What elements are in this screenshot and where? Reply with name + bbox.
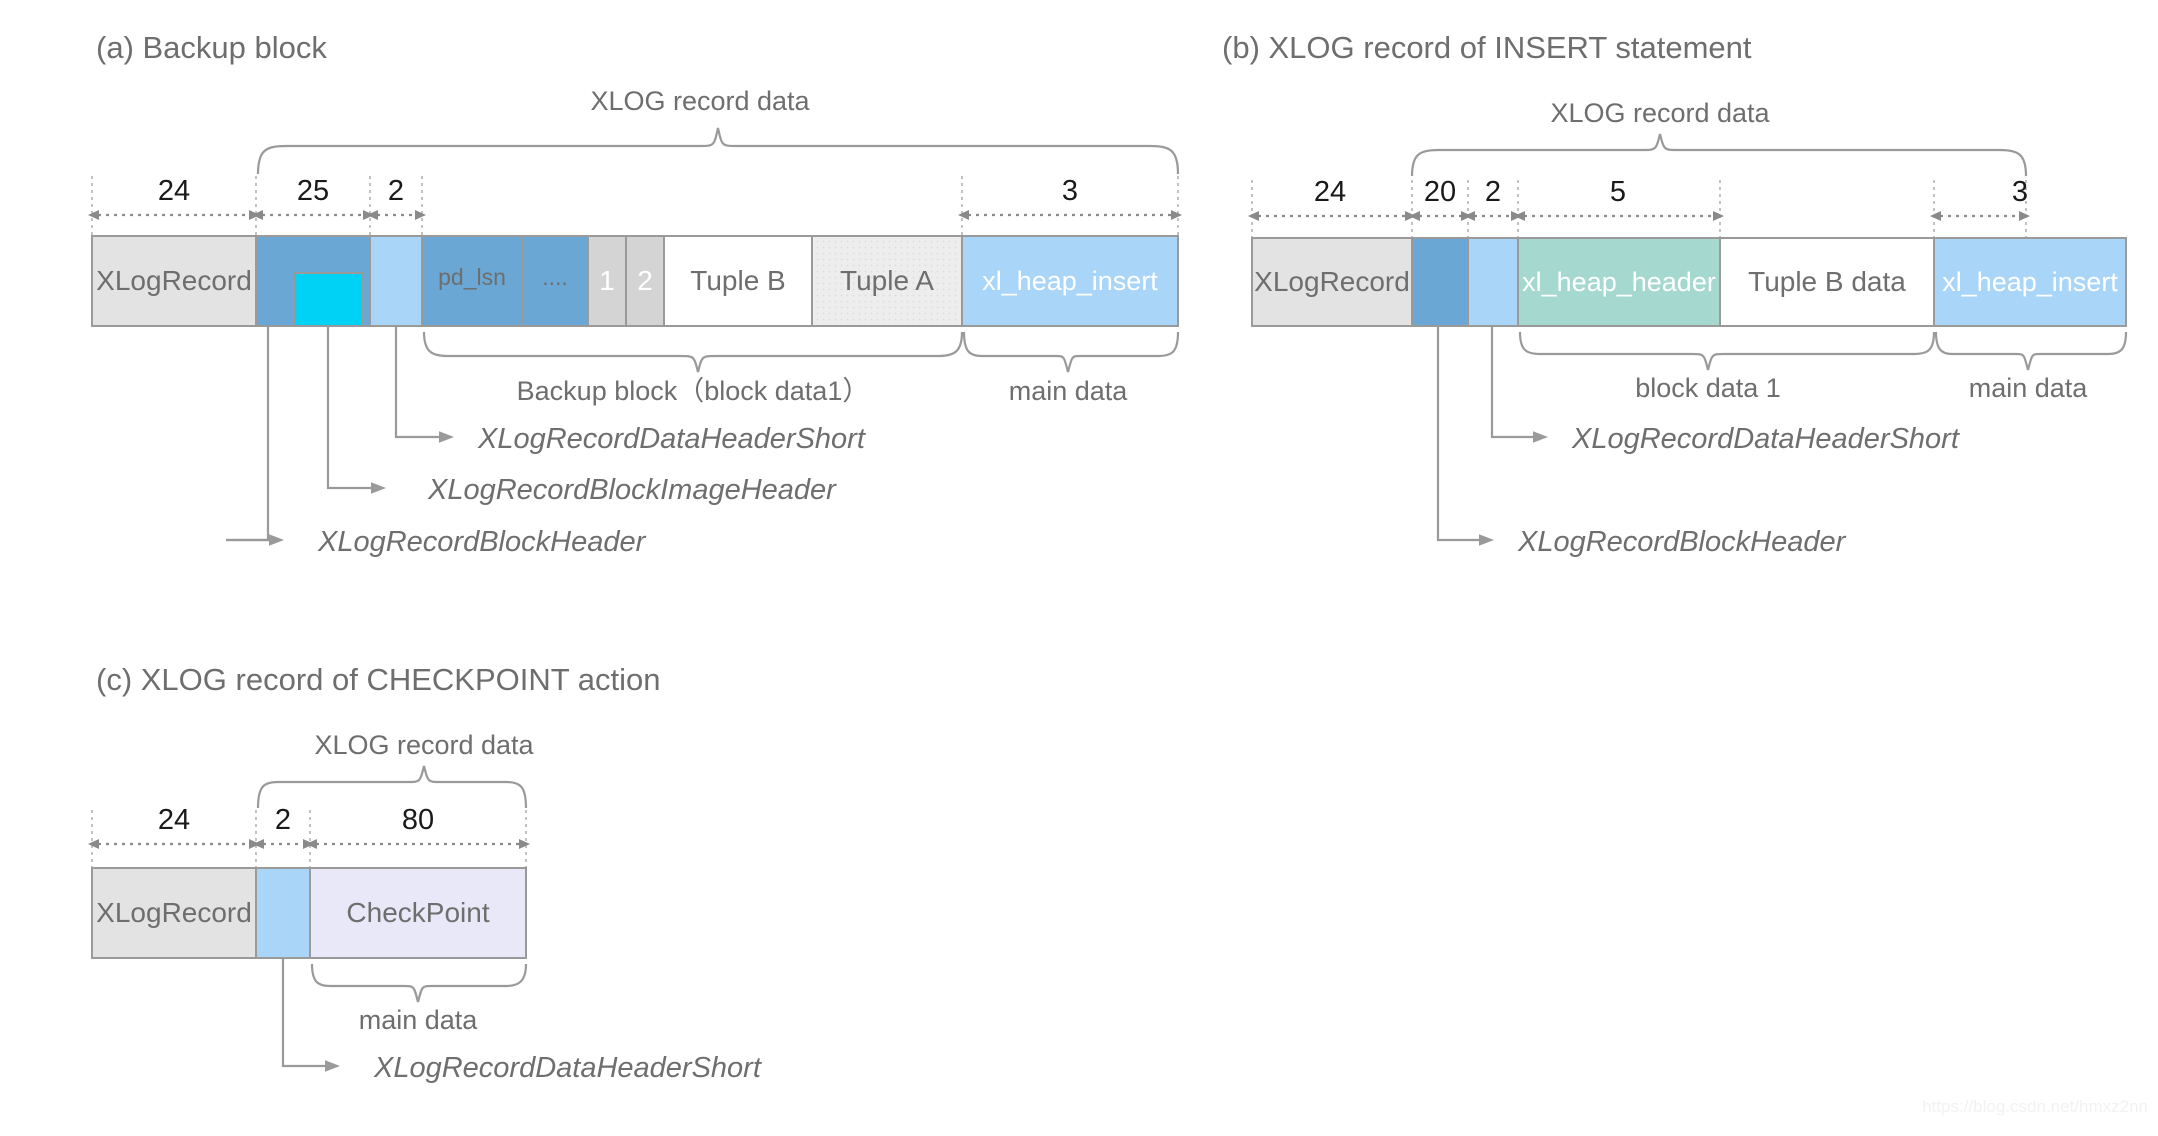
panel-b-bar: XLogRecord xl_heap_header Tuple B data x…	[1251, 237, 2127, 327]
panel-a-bottom-label-maindata: main data	[1009, 376, 1129, 406]
panel-a-cell-tuple-a-label: Tuple A	[840, 265, 934, 296]
panel-a-cell-xl-heap-insert-label: xl_heap_insert	[982, 266, 1158, 296]
panel-a-title: (a) Backup block	[96, 30, 327, 65]
panel-c-cell-xlogrecord	[91, 867, 257, 959]
panel-b-cell-xl-heap-header-label: xl_heap_header	[1522, 267, 1716, 297]
panel-c-bar: XLogRecord CheckPoint	[91, 867, 527, 959]
panel-b-callouts: XLogRecordDataHeaderShort XLogRecordBloc…	[1436, 326, 1961, 558]
panel-a-dimensions: 24 25 2 3	[88, 175, 1182, 220]
panel-a-dim-2: 2	[388, 175, 404, 207]
panel-b-cell-blockheader	[1411, 237, 1469, 327]
panel-a-leader-blockheader-v	[226, 326, 270, 542]
panel-a-top-brace-label: XLOG record data	[590, 86, 810, 116]
panel-a-cell-pd-lsn-label: pd_lsn	[438, 264, 506, 290]
panel-b-cell-xl-heap-insert	[1933, 237, 2127, 327]
panel-a-bottom-brace-maindata	[962, 331, 1180, 373]
panel-c-title: (c) XLOG record of CHECKPOINT action	[96, 662, 660, 697]
panel-c-bottom-label-maindata: main data	[359, 1005, 479, 1035]
panel-a-cell-item2	[625, 235, 665, 327]
panel-b-bottom-label-maindata: main data	[1969, 373, 2089, 403]
panel-c-bottom-brace-maindata	[310, 963, 528, 1003]
panel-b-cell-xl-heap-insert-label: xl_heap_insert	[1942, 267, 2118, 297]
panel-c-cell-dataheadershort	[255, 867, 311, 959]
panel-a-bottom-brace-backup	[422, 331, 964, 373]
panel-a-cell-tuple-a	[811, 235, 963, 327]
panel-b-callout-blockheader: XLogRecordBlockHeader	[1517, 526, 1847, 558]
panel-c-cell-checkpoint-label: CheckPoint	[346, 897, 489, 928]
panel-c-callout-dataheadershort: XLogRecordDataHeaderShort	[373, 1052, 763, 1084]
panel-b-guides	[1251, 180, 2027, 238]
panel-a-cell-dataheadershort	[369, 235, 423, 327]
panel-a-cell-tuple-b	[663, 235, 813, 327]
panel-b-cell-xl-heap-header	[1517, 237, 1721, 327]
panel-b-cell-dataheadershort	[1467, 237, 1519, 327]
panel-c-top-brace-label: XLOG record data	[314, 730, 534, 760]
panel-a-callout-blockimageheader: XLogRecordBlockImageHeader	[427, 474, 837, 506]
panel-b-bottom-brace-maindata	[1934, 331, 2128, 371]
panel-c-cell-xlogrecord-label: XLogRecord	[96, 897, 252, 928]
panel-a-bottom-label-backup: Backup block（block data1）	[517, 376, 870, 406]
panel-b-dim-1: 20	[1424, 176, 1456, 208]
panel-a-callout-dataheadershort: XLogRecordDataHeaderShort	[477, 423, 867, 455]
panel-b-top-brace-label: XLOG record data	[1550, 98, 1770, 128]
panel-b-leader-blockheader	[1436, 326, 1494, 546]
panel-b-cell-xlogrecord-label: XLogRecord	[1254, 266, 1410, 297]
panel-a-top-brace	[256, 127, 1180, 175]
panel-b-dim-2: 2	[1485, 176, 1501, 208]
watermark-text: https://blog.csdn.net/hmxz2nn	[1922, 1097, 2148, 1116]
panel-b-dim-3: 5	[1610, 176, 1626, 208]
panel-a-callouts: XLogRecordDataHeaderShort XLogRecordBloc…	[226, 326, 867, 558]
panel-a-bar: XLogRecord pd_lsn .... 1 2 Tuple B Tuple…	[91, 235, 1179, 327]
panel-a-dim-0: 24	[158, 175, 190, 207]
panel-a-cell-xl-heap-insert	[961, 235, 1179, 327]
panel-a-guides	[91, 176, 1179, 236]
panel-c-leader-dataheadershort	[281, 958, 340, 1072]
panel-b-bottom-brace-blockdata	[1518, 331, 1936, 371]
panel-c-callouts: XLogRecordDataHeaderShort	[281, 958, 763, 1084]
panel-a-cell-item2-label: 2	[637, 265, 653, 296]
panel-b-title: (b) XLOG record of INSERT statement	[1222, 30, 1752, 65]
panel-c-dim-1: 2	[275, 804, 291, 836]
panel-b-leader-dataheadershort	[1490, 326, 1548, 443]
panel-a-dim-1: 25	[297, 175, 329, 207]
panel-c-top-brace	[256, 765, 528, 809]
panel-b-cell-xlogrecord	[1251, 237, 1413, 327]
panel-c-dim-0: 24	[158, 804, 190, 836]
panel-a-leader-dataheadershort	[394, 326, 454, 443]
panel-c-dim-2: 80	[402, 804, 434, 836]
panel-b-dim-0: 24	[1314, 176, 1346, 208]
panel-a-cell-blockimageheader	[293, 272, 363, 327]
panel-a-dim-3: 3	[1062, 175, 1078, 207]
panel-c-cell-checkpoint	[309, 867, 527, 959]
panel-a-cell-item1-label: 1	[599, 265, 615, 296]
panel-a-cell-tuple-b-label: Tuple B	[690, 265, 785, 296]
panel-a-cell-xlogrecord	[91, 235, 257, 327]
panel-a-callout-blockheader: XLogRecordBlockHeader	[317, 526, 647, 558]
panel-a-leader-blockimageheader	[326, 326, 386, 494]
panel-b-cell-tuple-b-data	[1719, 237, 1935, 327]
panel-a-cell-xlogrecord-label: XLogRecord	[96, 265, 252, 296]
panel-b-cell-tuple-b-data-label: Tuple B data	[1748, 266, 1906, 297]
panel-c-dimensions: 24 2 80	[88, 804, 530, 849]
panel-b-bottom-label-blockdata: block data 1	[1635, 373, 1781, 403]
panel-a-cell-ellipsis-label: ....	[542, 264, 568, 290]
panel-b-dimensions: 24 20 2 5 3	[1248, 176, 2030, 221]
panel-b-top-brace	[1410, 133, 2028, 177]
panel-b-callout-dataheadershort: XLogRecordDataHeaderShort	[1571, 423, 1961, 455]
panel-b-dim-4: 3	[2012, 176, 2028, 208]
